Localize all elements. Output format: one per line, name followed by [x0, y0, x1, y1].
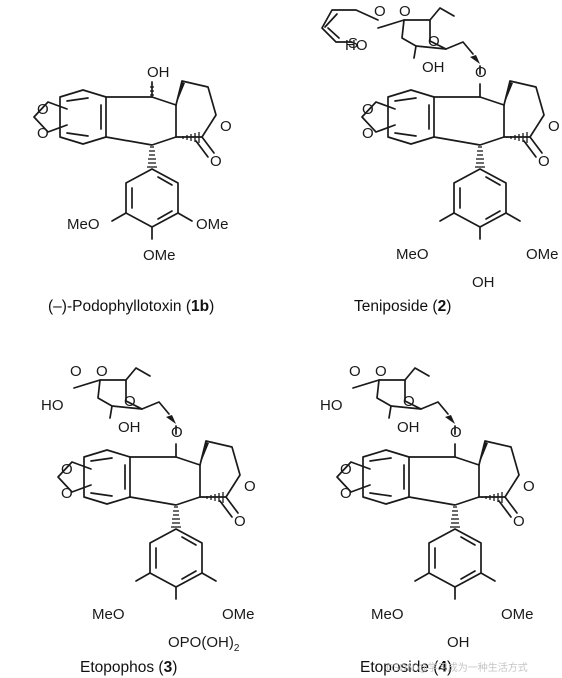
glycosidic-oxygen-label: O: [475, 64, 487, 81]
phosphate-label: OPO(OH)2: [168, 634, 240, 654]
oxygen-label: O: [96, 363, 108, 380]
hydroxyl-label: HO: [41, 397, 64, 414]
structure-teniposide: S O O O O HO OH O O O O MeO OMe OH Tenip…: [321, 3, 560, 315]
methoxy-label: OMe: [222, 606, 255, 623]
oxygen-label: O: [399, 3, 411, 20]
hydroxyl-label: HO: [320, 397, 343, 414]
oxygen-label: O: [70, 363, 82, 380]
methoxy-label: MeO: [371, 606, 404, 623]
oxygen-label: O: [428, 33, 440, 50]
hydroxyl-label: OH: [118, 419, 141, 436]
oxygen-label: O: [374, 3, 386, 20]
oxygen-label: O: [538, 153, 550, 170]
caption-podophyllotoxin: (–)-Podophyllotoxin (1b): [48, 298, 214, 315]
oxygen-label: O: [124, 393, 136, 410]
glycosidic-oxygen-label: O: [171, 424, 183, 441]
methoxy-label: OMe: [196, 216, 229, 233]
oxygen-label: O: [340, 461, 352, 478]
oxygen-label: O: [403, 393, 415, 410]
oxygen-label: O: [513, 513, 525, 530]
hydroxyl-label: OH: [472, 274, 495, 291]
sulfur-label: S: [348, 35, 358, 52]
oxygen-label: O: [234, 513, 246, 530]
glycosidic-oxygen-label: O: [450, 424, 462, 441]
methoxy-label: MeO: [67, 216, 100, 233]
methoxy-label: MeO: [396, 246, 429, 263]
oxygen-label: O: [523, 478, 535, 495]
oxygen-label: O: [37, 125, 49, 142]
hydroxyl-label: OH: [447, 634, 470, 651]
oxygen-label: O: [210, 153, 222, 170]
hydroxyl-label: OH: [147, 64, 170, 81]
structure-etopophos: O O O O HO OH O O O O MeO OMe OPO(OH)2 E…: [41, 363, 256, 676]
hydroxyl-label: HO: [345, 37, 368, 54]
oxygen-label: O: [37, 101, 49, 118]
caption-etopophos: Etopophos (3): [80, 659, 177, 676]
oxygen-label: O: [349, 363, 361, 380]
structure-podophyllotoxin: OH O O O O MeO OMe OMe (–)-Podophyllotox…: [33, 64, 232, 315]
oxygen-label: O: [375, 363, 387, 380]
oxygen-label: O: [61, 485, 73, 502]
oxygen-label: O: [340, 485, 352, 502]
methoxy-label: OMe: [501, 606, 534, 623]
oxygen-label: O: [362, 101, 374, 118]
methoxy-label: MeO: [92, 606, 125, 623]
watermark: CSDN @学习成为一种生活方式: [386, 661, 528, 674]
oxygen-label: O: [548, 118, 560, 135]
caption-etoposide: Etoposide (4): [360, 659, 452, 676]
oxygen-label: O: [362, 125, 374, 142]
hydroxyl-label: OH: [422, 59, 445, 76]
oxygen-label: O: [220, 118, 232, 135]
caption-teniposide: Teniposide (2): [354, 298, 451, 315]
hydroxyl-label: OH: [397, 419, 420, 436]
structure-etoposide: O O O O HO OH O O O O MeO OMe OH Etoposi…: [320, 363, 535, 676]
oxygen-label: O: [61, 461, 73, 478]
methoxy-label: OMe: [526, 246, 559, 263]
methoxy-label: OMe: [143, 247, 176, 264]
oxygen-label: O: [244, 478, 256, 495]
